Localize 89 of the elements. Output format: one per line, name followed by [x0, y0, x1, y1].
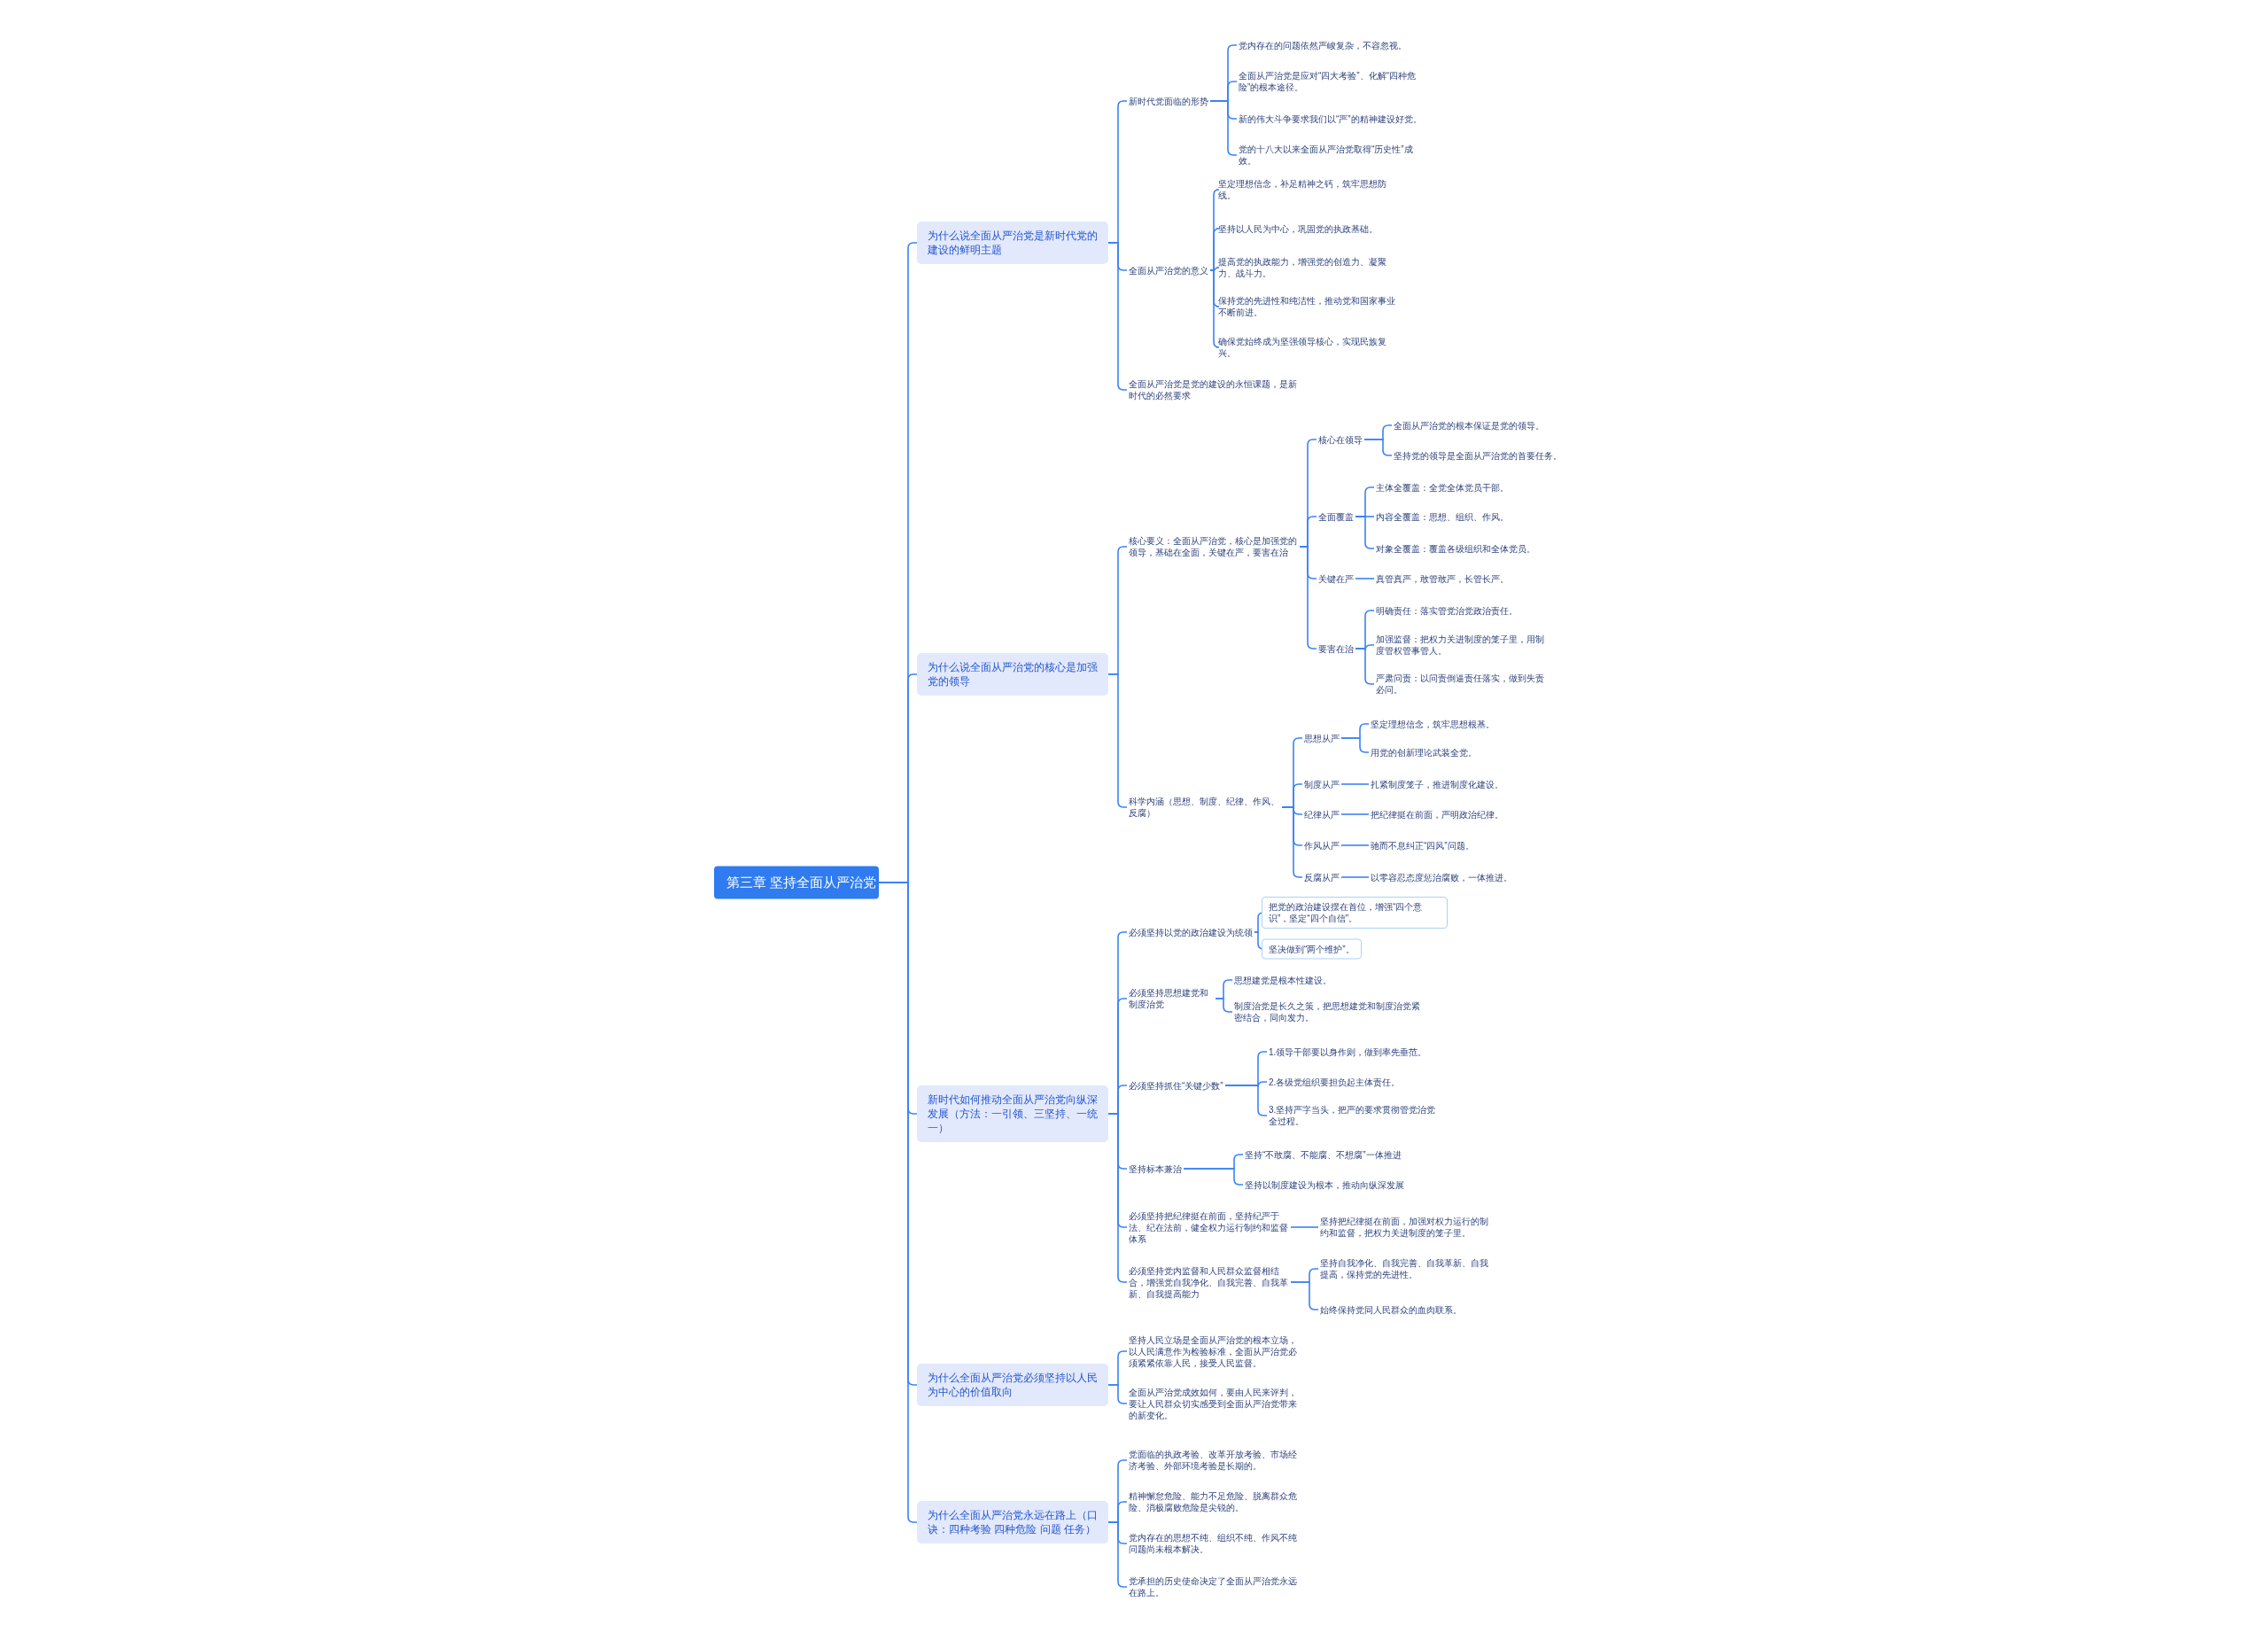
connector-line: [1340, 844, 1370, 846]
topic-text: 党面临的执政考验、改革开放考验、市场经济考验、外部环境考验是长期的。: [1127, 1448, 1301, 1473]
connector-line: [1281, 806, 1303, 878]
topic-text: 思想建党是根本性建设。: [1232, 973, 1333, 987]
topic-text: 新的伟大斗争要求我们以“严”的精神建设好党。: [1237, 112, 1424, 126]
connector-line: [1107, 1384, 1128, 1404]
topic-text: 坚持以人民为中心，巩固党的执政基础。: [1216, 222, 1379, 236]
connector-line: [1290, 1281, 1319, 1310]
topic-text: 党承担的历史使命决定了全面从严治党永远在路上。: [1127, 1575, 1301, 1599]
topic-text: 全面从严治党是党的建设的永恒课题，是新时代的必然要求: [1127, 377, 1300, 402]
topic-text: 思想从严: [1302, 731, 1341, 745]
topic-text: 必须坚持抓住“关键少数”: [1127, 1078, 1225, 1093]
topic-text: 严肃问责：以问责倒逼责任落实，做到失责必问。: [1374, 672, 1551, 696]
topic-text: 作风从严: [1302, 838, 1341, 852]
topic-text: 党的十八大以来全面从严治党取得“历史性”成效。: [1237, 143, 1427, 167]
topic-text: 要害在治: [1317, 642, 1355, 656]
connector-line: [1107, 242, 1128, 391]
branch-topic: 为什么全面从严治党永远在路上（口诀：四种考验 四种危险 问题 任务）: [917, 1501, 1108, 1544]
connector-line: [1355, 578, 1375, 579]
topic-text: 真管真严，敢管敢严，长管长严。: [1374, 572, 1511, 586]
topic-text: 坚持党的领导是全面从严治党的首要任务。: [1392, 448, 1564, 463]
topic-text: 制度治党是长久之策，把思想建党和制度治党紧密结合，同向发力。: [1232, 999, 1423, 1024]
topic-text: 新时代党面临的形势: [1127, 94, 1210, 108]
topic-text: 对象全覆盖：覆盖各级组织和全体党员。: [1374, 541, 1537, 556]
topic-text: 精神懈怠危险、能力不足危险、脱离群众危险、消极腐败危险是尖锐的。: [1127, 1489, 1301, 1514]
topic-text: 核心要义：全面从严治党，核心是加强党的领导，基础在全面，关键在严，要害在治: [1127, 534, 1300, 559]
branch-topic: 新时代如何推动全面从严治党向纵深发展（方法：一引领、三坚持、一统一）: [917, 1085, 1108, 1142]
topic-text: 明确责任：落实管党治党政治责任。: [1374, 603, 1519, 618]
connector-line: [1107, 673, 1128, 808]
topic-text: 纪律从严: [1302, 807, 1341, 821]
topic-text: 内容全覆盖：思想、组织、作风。: [1374, 509, 1511, 524]
connector-line: [1183, 1168, 1244, 1186]
connector-line: [1215, 998, 1233, 1013]
topic-text: 反腐从严: [1302, 870, 1341, 884]
topic-text: 以零容忍态度惩治腐败，一体推进。: [1369, 870, 1514, 884]
topic-text: 驰而不息纠正“四风”问题。: [1369, 838, 1476, 852]
topic-text: 全面从严治党成效如何，要由人民来评判，要让人民群众切实感受到全面从严治党带来的新变化。: [1127, 1385, 1301, 1422]
topic-text: 坚持自我净化、自我完善、自我革新、自我提高，保持党的先进性。: [1318, 1256, 1495, 1281]
topic-text: 关键在严: [1317, 572, 1355, 586]
topic-text: 保持党的先进性和纯洁性，推动党和国家事业不断前进。: [1216, 294, 1398, 319]
topic-text: 始终保持党同人民群众的血肉联系。: [1318, 1303, 1464, 1317]
connector-line: [1340, 876, 1370, 878]
topic-text: 全面从严治党的根本保证是党的领导。: [1392, 418, 1546, 432]
topic-text: 坚持人民立场是全面从严治党的根本立场，以人民满意作为检验标准，全面从严治党必须紧紧依靠人民，接受人民监督。: [1127, 1333, 1301, 1370]
topic-text: 全面覆盖: [1317, 509, 1355, 524]
connector-line: [1340, 737, 1370, 753]
topic-text: 必须坚持把纪律挺在前面，坚持纪严于法、纪在法前，健全权力运行制约和监督体系: [1127, 1209, 1291, 1246]
topic-text: 坚持以制度建设为根本，推动向纵深发展: [1243, 1178, 1406, 1192]
connector-line: [1363, 439, 1393, 456]
topic-text: 坚持“不敢腐、不能腐、不想腐”一体推进: [1243, 1147, 1403, 1162]
topic-text: 坚定理想信念，筑牢思想根基。: [1369, 717, 1496, 731]
topic-text: 科学内涵（思想、制度、纪律、作风、反腐）: [1127, 795, 1282, 820]
topic-text: 扎紧制度笼子，推进制度化建设。: [1369, 777, 1505, 791]
connector-line: [1340, 783, 1370, 785]
topic-text: 1.领导干部要以身作则，做到率先垂范。: [1267, 1045, 1429, 1059]
connector-line: [1224, 1085, 1268, 1116]
topic-text: 必须坚持以党的政治建设为统领: [1127, 925, 1254, 939]
connector-line: [1299, 546, 1317, 649]
topic-text: 用党的创新理论武装全党。: [1369, 745, 1479, 759]
connector-line: [1355, 648, 1375, 685]
connector-line: [1209, 100, 1238, 156]
topic-text: 坚持标本兼治: [1127, 1162, 1184, 1176]
root-topic: 第三章 坚持全面从严治党: [714, 866, 879, 899]
topic-text: 2.各级党组织要担负起主体责任。: [1267, 1075, 1402, 1089]
topic-text: 主体全覆盖：全党全体党员干部。: [1374, 480, 1511, 494]
topic-text: 必须坚持思想建党和制度治党: [1127, 986, 1216, 1011]
topic-text: 坚定理想信念，补足精神之钙，筑牢思想防线。: [1216, 177, 1398, 202]
topic-text: 加强监督：把权力关进制度的笼子里，用制度管权管事管人。: [1374, 633, 1551, 657]
topic-text: 提高党的执政能力，增强党的创造力、凝聚力、战斗力。: [1216, 255, 1398, 280]
topic-text: 必须坚持党内监督和人民群众监督相结合，增强党自我净化、自我完善、自我革新、自我提高能力: [1127, 1264, 1291, 1301]
branch-topic: 为什么说全面从严治党的核心是加强党的领导: [917, 653, 1108, 696]
topic-box: 坚决做到“两个维护”。: [1262, 938, 1362, 960]
topic-text: 制度从严: [1302, 777, 1341, 791]
topic-text: 全面从严治党的意义: [1127, 263, 1210, 277]
topic-text: 确保党始终成为坚强领导核心，实现民族复兴。: [1216, 335, 1398, 360]
connector-line: [1290, 1226, 1319, 1228]
branch-topic: 为什么全面从严治党必须坚持以人民为中心的价值取向: [917, 1364, 1108, 1406]
topic-text: 党内存在的思想不纯、组织不纯、作风不纯问题尚未根本解决。: [1127, 1531, 1301, 1556]
connector-line: [1355, 516, 1375, 549]
topic-text: 坚持把纪律挺在前面，加强对权力运行的制约和监督，把权力关进制度的笼子里。: [1318, 1215, 1495, 1240]
connector-line: [1340, 813, 1370, 815]
topic-box: 把党的政治建设摆在首位，增强“四个意识”，坚定“四个自信”。: [1262, 897, 1448, 929]
topic-text: 全面从严治党是应对“四大考验”、化解“四种危险”的根本途径。: [1237, 69, 1427, 94]
topic-text: 党内存在的问题依然严峻复杂，不容忽视。: [1237, 38, 1409, 52]
topic-text: 把纪律挺在前面，严明政治纪律。: [1369, 807, 1505, 821]
connector-line: [1209, 269, 1220, 348]
topic-text: 核心在领导: [1317, 432, 1364, 447]
branch-topic: 为什么说全面从严治党是新时代党的建设的鲜明主题: [917, 222, 1108, 264]
topic-text: 3.坚持严字当头，把严的要求贯彻管党治党全过程。: [1267, 1103, 1444, 1128]
